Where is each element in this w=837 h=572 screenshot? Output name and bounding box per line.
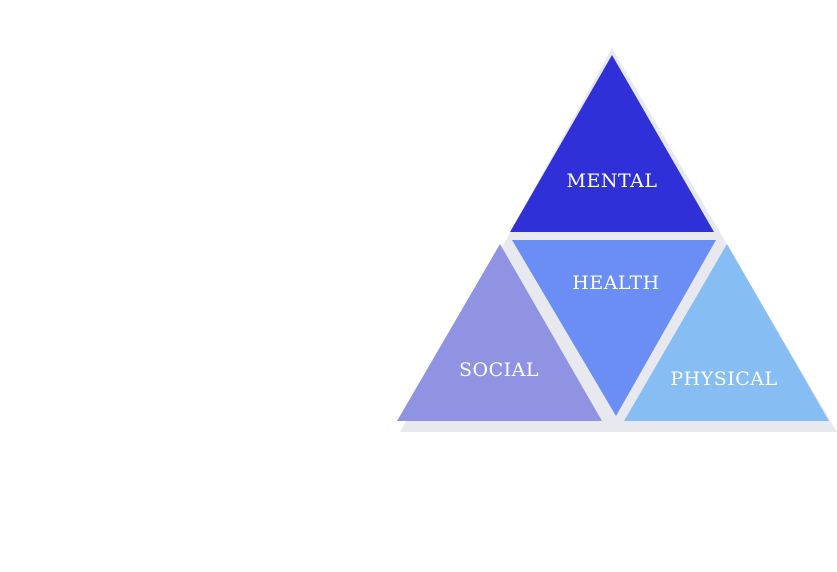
segment-social-label: SOCIAL — [459, 359, 539, 381]
segment-physical-shape — [624, 244, 829, 421]
segment-health-shape — [512, 240, 716, 416]
segment-mental-shape — [510, 55, 714, 232]
segment-health-label: HEALTH — [572, 272, 659, 294]
segment-mental-label: MENTAL — [567, 170, 658, 192]
segment-social-shape — [397, 244, 602, 421]
segment-physical-label: PHYSICAL — [670, 368, 777, 390]
